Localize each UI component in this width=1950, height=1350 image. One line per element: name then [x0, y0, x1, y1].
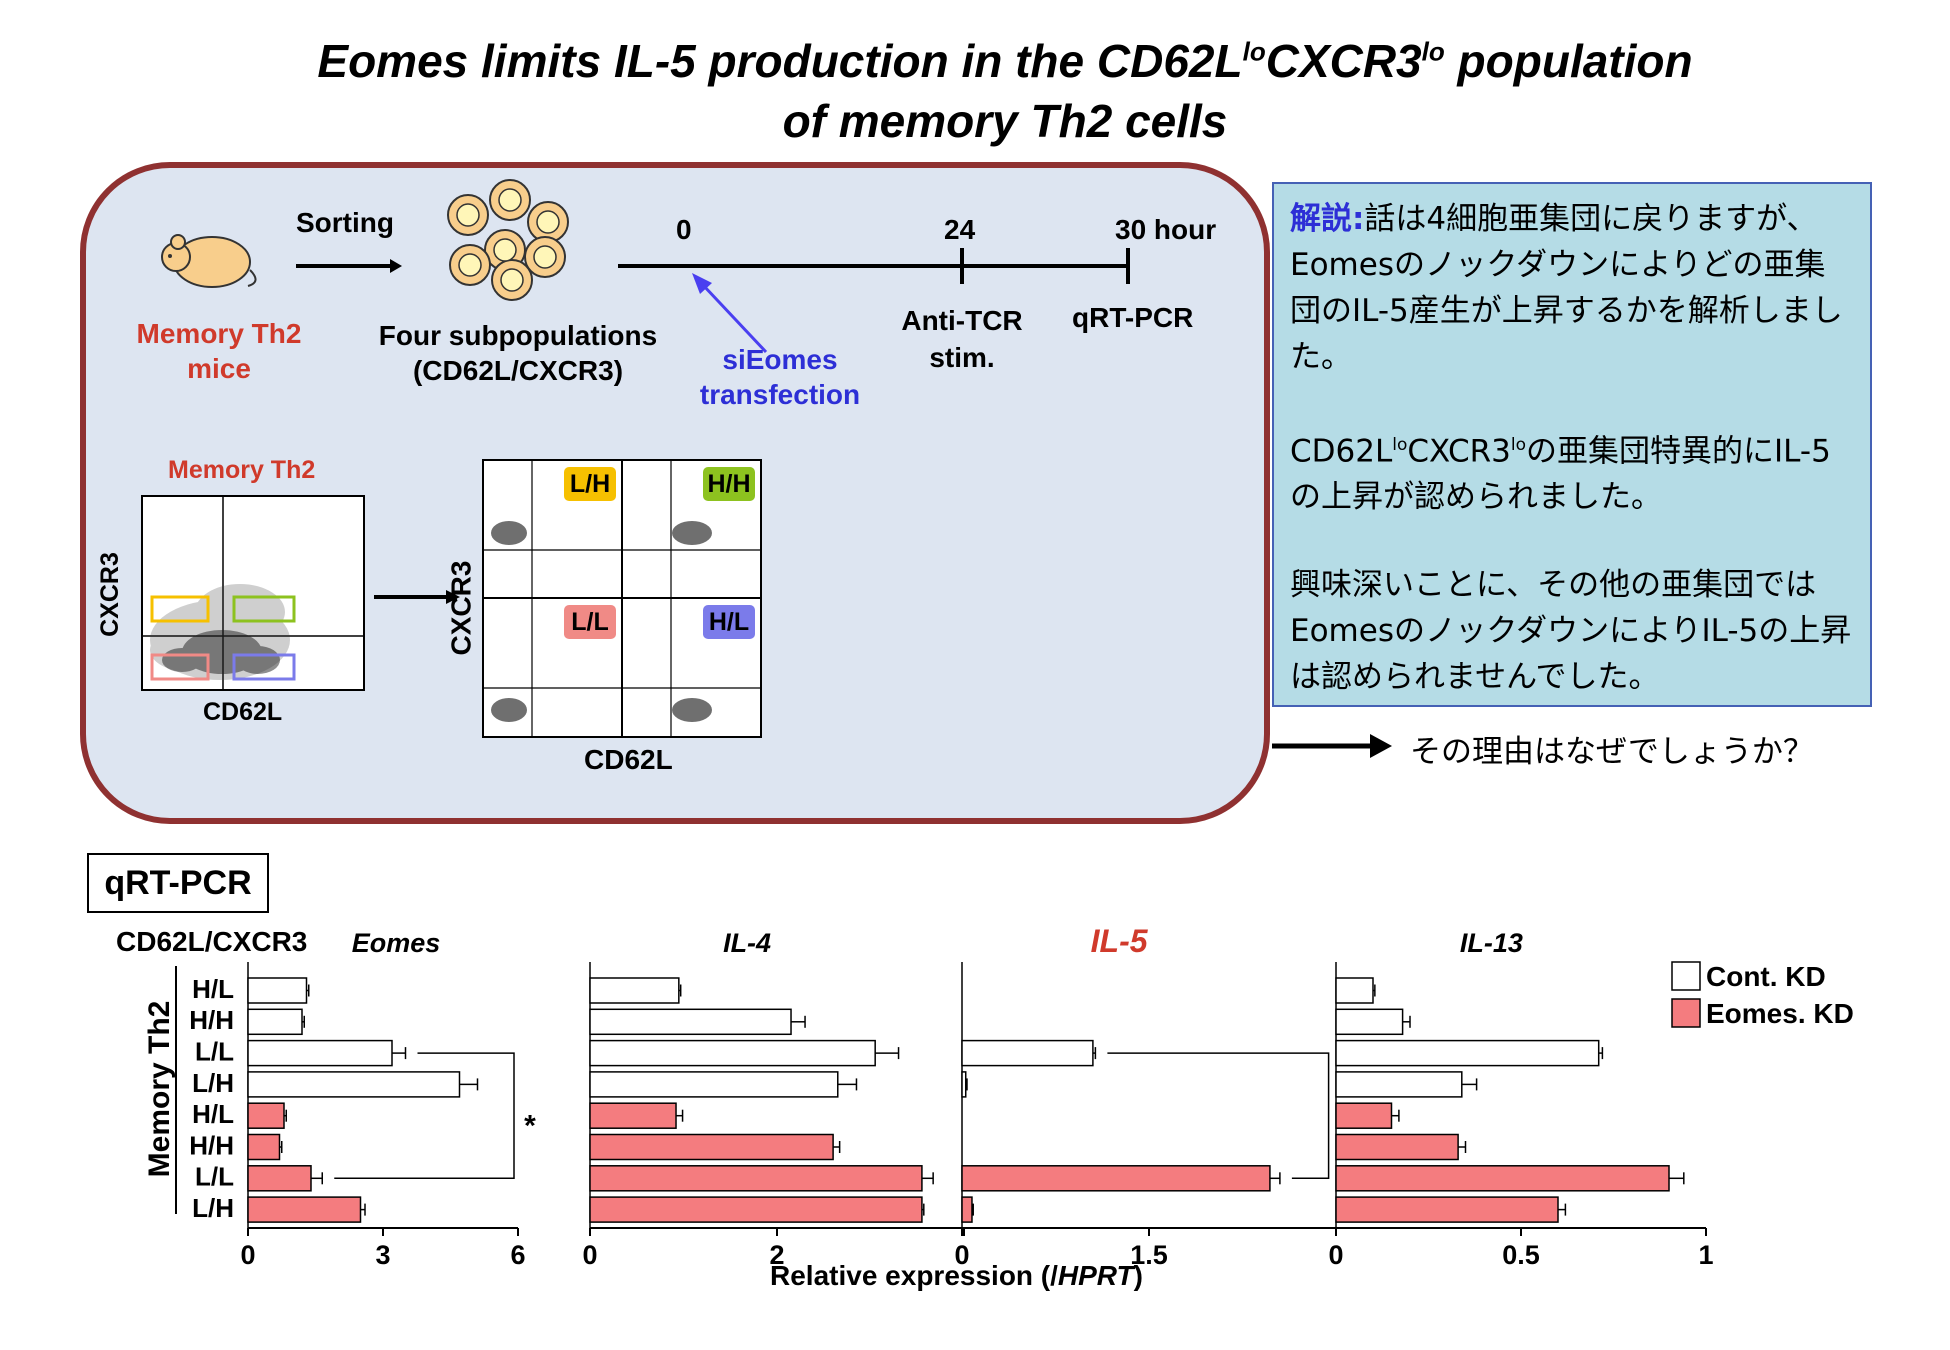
x-tick-label: 1 [1698, 1240, 1713, 1270]
bar [1335, 1165, 1670, 1192]
bar [247, 1133, 281, 1161]
legend-swatch [1671, 998, 1701, 1028]
bar [961, 1039, 1094, 1067]
chart-panel-il-13: IL-13 0 0.5 1 Cont. KD Eomes. KD [1328, 928, 1853, 1270]
bar [1335, 1008, 1404, 1036]
gate-tag-hh: H/H [703, 467, 755, 501]
significance-star: * [524, 1110, 536, 1143]
x-tick-label: 3 [375, 1240, 390, 1270]
bar [247, 1071, 461, 1098]
category-label: L/H [192, 1068, 234, 1098]
subpopulations-label: Four subpopulations(CD62L/CXCR3) [378, 320, 658, 386]
legend-label: Cont. KD [1706, 961, 1826, 992]
explanation-paragraph-3: 興味深いことに、その他の亜集団ではEomesのノックダウンによりIL-5の上昇は… [1290, 567, 1852, 696]
question-text: その理由はなぜでしょうか？ [1410, 734, 1814, 770]
flow-plot-title: Memory Th2 [168, 456, 316, 484]
chart-title: Eomes [352, 928, 441, 958]
chart-panel-il-4: IL-4 0 2 [582, 928, 965, 1270]
bar [961, 1071, 967, 1098]
page-title: Eomes limits IL-5 production in the CD62… [0, 22, 1950, 151]
x-tick-label: 1.5 [1130, 1240, 1168, 1270]
category-label: H/H [189, 1005, 234, 1035]
legend-label: Eomes. KD [1706, 998, 1854, 1029]
qrtpcr-step-label: qRT-PCR [1072, 302, 1194, 333]
bar [589, 1102, 677, 1129]
row-header: CD62L/CXCR3 [116, 926, 308, 957]
flow-plot-xlabel: CD62L [203, 698, 283, 726]
category-label: L/L [195, 1036, 234, 1066]
gate-tag-ll: L/L [564, 605, 616, 639]
x-tick-label: 0 [240, 1240, 255, 1270]
chart-panel-eomes: Eomes 0 3 6 * [240, 928, 536, 1270]
bar [1335, 1133, 1459, 1161]
time-30-label: 30 hour [1115, 214, 1217, 245]
x-axis-label: Relative expression (/HPRT) [770, 1260, 1143, 1291]
bar [1335, 1196, 1559, 1223]
sorting-label: Sorting [296, 207, 394, 238]
sorting-arrow [296, 259, 402, 273]
question-arrow [1272, 734, 1392, 758]
bar [1335, 1071, 1463, 1098]
chart-panel-il-5: IL-501.5* [954, 923, 1350, 1270]
siEomes-arrow [692, 273, 768, 354]
category-label: H/H [189, 1130, 234, 1160]
bar [247, 1039, 393, 1067]
x-tick-label: 6 [510, 1240, 525, 1270]
significance-bracket [1107, 1052, 1330, 1180]
gate-tag-lh: L/H [564, 467, 616, 501]
qrtpcr-section-label: qRT-PCR [87, 853, 269, 913]
bar [589, 977, 680, 1004]
category-label: L/L [195, 1162, 234, 1192]
x-tick-label: 2 [769, 1240, 784, 1270]
bar [1335, 1039, 1600, 1067]
bar [589, 1008, 792, 1036]
bar [589, 1196, 923, 1223]
bar [589, 1133, 834, 1161]
bar [247, 1008, 303, 1036]
timeline [618, 248, 1130, 284]
gate-tag-hl: H/L [703, 605, 755, 639]
explanation-panel: 解説:話は4細胞亜集団に戻りますが、Eomesのノックダウンによりどの亜集団のI… [1272, 182, 1872, 707]
time-0-label: 0 [676, 214, 692, 245]
sort-result-arrow [374, 590, 460, 604]
explanation-paragraph-2: CD62LloCXCR3loの亜集団特異的にIL-5の上昇が認められました。 [1290, 433, 1831, 516]
title-line2: of memory Th2 cells [782, 95, 1228, 148]
bar [1335, 1102, 1393, 1129]
bar [247, 1196, 362, 1223]
time-24-label: 24 [944, 214, 976, 245]
explanation-paragraph-1: 解説:話は4細胞亜集団に戻りますが、Eomesのノックダウンによりどの亜集団のI… [1290, 201, 1843, 375]
bar [247, 977, 308, 1004]
bar [1335, 977, 1374, 1004]
bar [247, 1102, 285, 1129]
category-label: H/L [192, 974, 234, 1004]
title-line1: Eomes limits IL-5 production in the CD62… [317, 35, 1693, 88]
chart-title: IL-4 [723, 928, 771, 958]
bar [247, 1165, 312, 1192]
mouse-icon [161, 234, 257, 288]
legend-swatch [1671, 961, 1701, 991]
chart-title: IL-5 [1091, 923, 1149, 959]
x-tick-label: 0 [582, 1240, 597, 1270]
x-tick-label: 0 [1328, 1240, 1343, 1270]
explanation-label: 解説 [1290, 201, 1352, 237]
sorted-plot-xlabel: CD62L [584, 744, 673, 775]
chart-title: IL-13 [1460, 928, 1523, 958]
bar [589, 1165, 923, 1192]
x-tick-label: 0.5 [1502, 1240, 1540, 1270]
bar [589, 1071, 839, 1098]
flow-plot-memory-th2 [141, 495, 365, 691]
x-tick-label: 0 [954, 1240, 969, 1270]
category-label: H/L [192, 1099, 234, 1129]
sorted-populations-grid [482, 459, 762, 738]
significance-bracket [334, 1052, 515, 1180]
bar [589, 1039, 876, 1067]
bar [961, 1165, 1271, 1192]
bar [961, 1196, 973, 1223]
category-label: L/H [192, 1193, 234, 1223]
